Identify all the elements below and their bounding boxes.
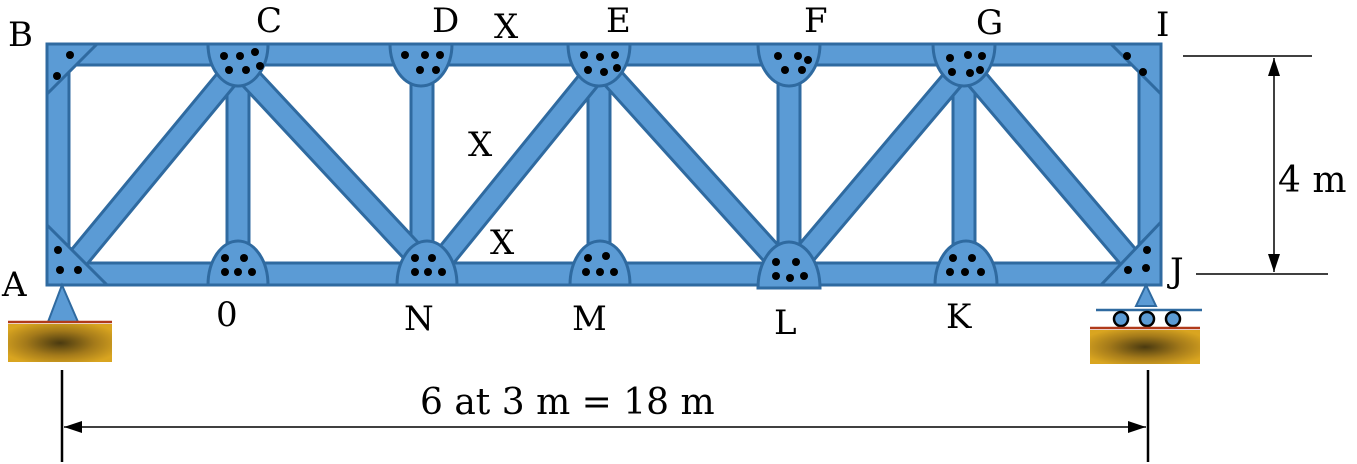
member-GJ [954,55,1153,283]
node-label-I: I [1156,5,1169,45]
node-label-K: K [946,297,972,337]
roller-support [1090,282,1202,364]
node-label-C: C [256,1,282,41]
member-FL [776,58,802,272]
member-AC [55,55,249,283]
gusset-I [1107,42,1163,98]
node-label-O: 0 [216,295,238,335]
node-label-N: N [404,299,434,339]
node-label-M: M [572,299,607,339]
gusset-O-shape [206,239,270,287]
bolts [53,48,1151,282]
cut-marks: X X X [468,7,519,263]
node-labels: B C D E F G I A J 0 N M L K [1,1,1184,343]
roller-2 [1138,310,1156,328]
cut-mark-top: X [494,7,519,47]
cut-mark-bottom: X [490,223,515,263]
member-LG [778,55,976,283]
gusset-B [45,42,101,98]
pin-support-ground [8,324,112,362]
height-dimension-label: 4 m [1278,160,1346,201]
node-label-G: G [976,3,1003,43]
height-dimension [1183,55,1328,275]
cut-mark-diagonal: X [468,125,493,165]
node-label-D: D [432,1,459,41]
member-NE [421,55,612,283]
node-label-B: B [8,15,33,55]
roller-support-triangle [1134,282,1158,307]
gusset-F-shape [756,42,822,88]
member-CN [227,55,443,283]
pin-support-triangle [46,282,80,323]
node-label-E: E [606,1,631,41]
member-EL [590,55,800,283]
node-label-F: F [804,1,828,41]
roller-support-ground [1090,330,1200,364]
roller-1 [1112,310,1130,328]
roller-3 [1164,310,1182,328]
node-label-L: L [774,303,797,343]
span-dimension-label: 6 at 3 m = 18 m [420,382,715,423]
span-dimension [60,370,1150,462]
pin-support [8,282,112,362]
gusset-D-shape [388,42,454,88]
node-label-A: A [1,265,27,305]
node-label-J: J [1167,251,1184,291]
gusset-M-shape [568,239,632,287]
gusset-K-shape [933,239,999,287]
